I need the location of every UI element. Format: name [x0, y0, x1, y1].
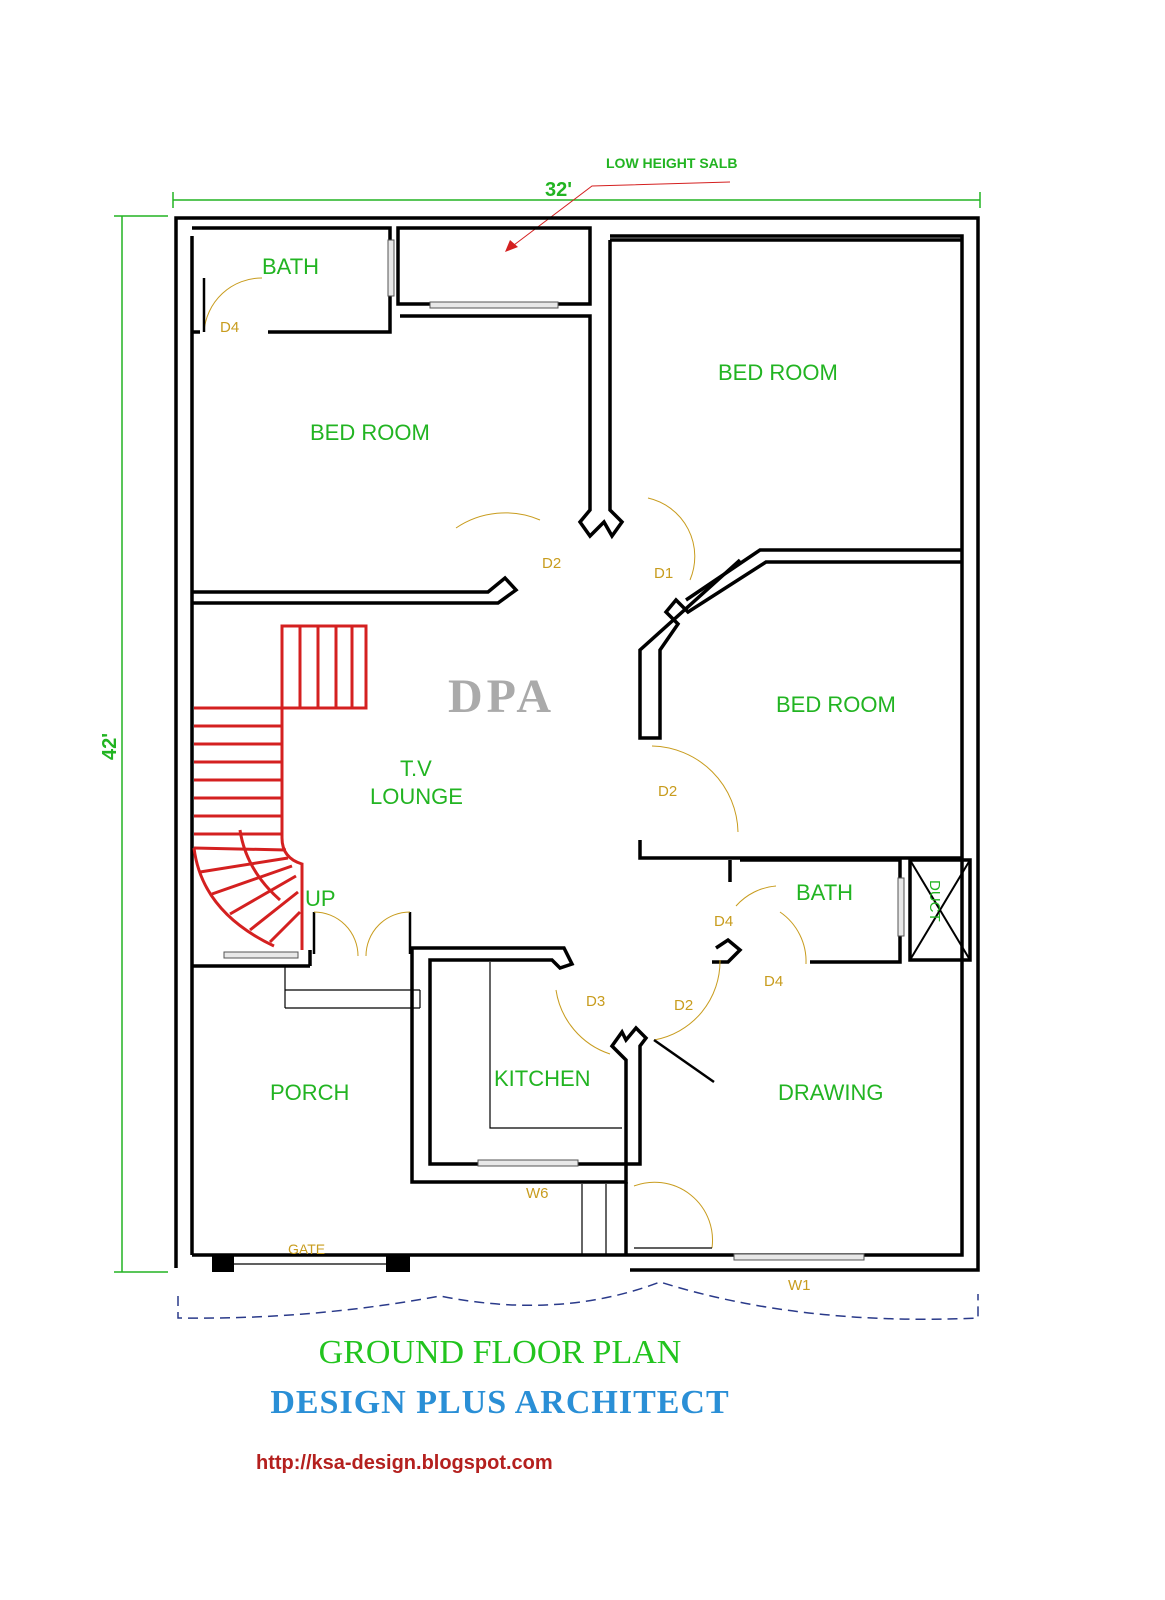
room-label-porch: PORCH — [270, 1080, 349, 1105]
staircase — [192, 624, 368, 950]
bath-top-walls — [192, 226, 395, 334]
room-label-tv-lounge-2: LOUNGE — [370, 784, 463, 809]
bed-room-left-walls — [192, 240, 625, 605]
door-label-d2-left: D2 — [542, 555, 561, 572]
door-label-d1: D1 — [654, 565, 673, 582]
room-label-bed-room-mid-right: BED ROOM — [776, 692, 896, 717]
door-label-d4-top: D4 — [220, 319, 239, 336]
window-label-w1: W1 — [788, 1277, 811, 1294]
duct-label: DUCT — [926, 880, 943, 922]
room-label-kitchen: KITCHEN — [494, 1066, 591, 1091]
bed-room-top-right-walls — [610, 238, 962, 602]
stair-up-label: UP — [305, 886, 336, 911]
room-label-tv-lounge-1: T.V — [400, 756, 432, 781]
plan-title: GROUND FLOOR PLAN — [318, 1334, 682, 1371]
window-label-w6: W6 — [526, 1185, 549, 1202]
height-dimension-label: 42' — [99, 733, 121, 760]
gate — [212, 1254, 410, 1272]
drawing-walls — [581, 1181, 865, 1261]
watermark-logo: DPA — [448, 670, 555, 723]
firm-name: DESIGN PLUS ARCHITECT — [270, 1384, 730, 1421]
slab-note: LOW HEIGHT SALB — [606, 155, 737, 171]
slab-arrow-icon — [505, 240, 518, 252]
bath-mid-walls — [712, 858, 972, 965]
slab-box — [396, 226, 592, 309]
room-label-bath-top: BATH — [262, 254, 319, 279]
room-label-drawing: DRAWING — [778, 1080, 884, 1105]
room-label-bed-room-top-right: BED ROOM — [718, 360, 838, 385]
website-url[interactable]: http://ksa-design.blogspot.com — [256, 1452, 553, 1474]
kitchen-walls — [410, 946, 721, 1184]
floor-plan: 32' 42' LOW HEIGHT SALB — [99, 155, 981, 1320]
door-label-d2-mid: D2 — [658, 783, 677, 800]
door-label-d4-bath: D4 — [714, 913, 733, 930]
outer-walls — [174, 216, 980, 1272]
boundary-arc — [177, 1281, 979, 1320]
door-label-d4-drawing: D4 — [764, 973, 783, 990]
room-label-bed-room-left: BED ROOM — [310, 420, 430, 445]
bed-room-mid-right-walls — [638, 558, 962, 860]
door-label-d3: D3 — [586, 993, 605, 1010]
porch-walls — [192, 911, 421, 1009]
dimension-lines — [114, 192, 981, 1273]
room-label-bath-mid: BATH — [796, 880, 853, 905]
slab-leader — [509, 181, 731, 249]
gate-label: GATE — [288, 1241, 325, 1257]
width-dimension-label: 32' — [545, 179, 572, 201]
door-label-d2-drawing: D2 — [674, 997, 693, 1014]
